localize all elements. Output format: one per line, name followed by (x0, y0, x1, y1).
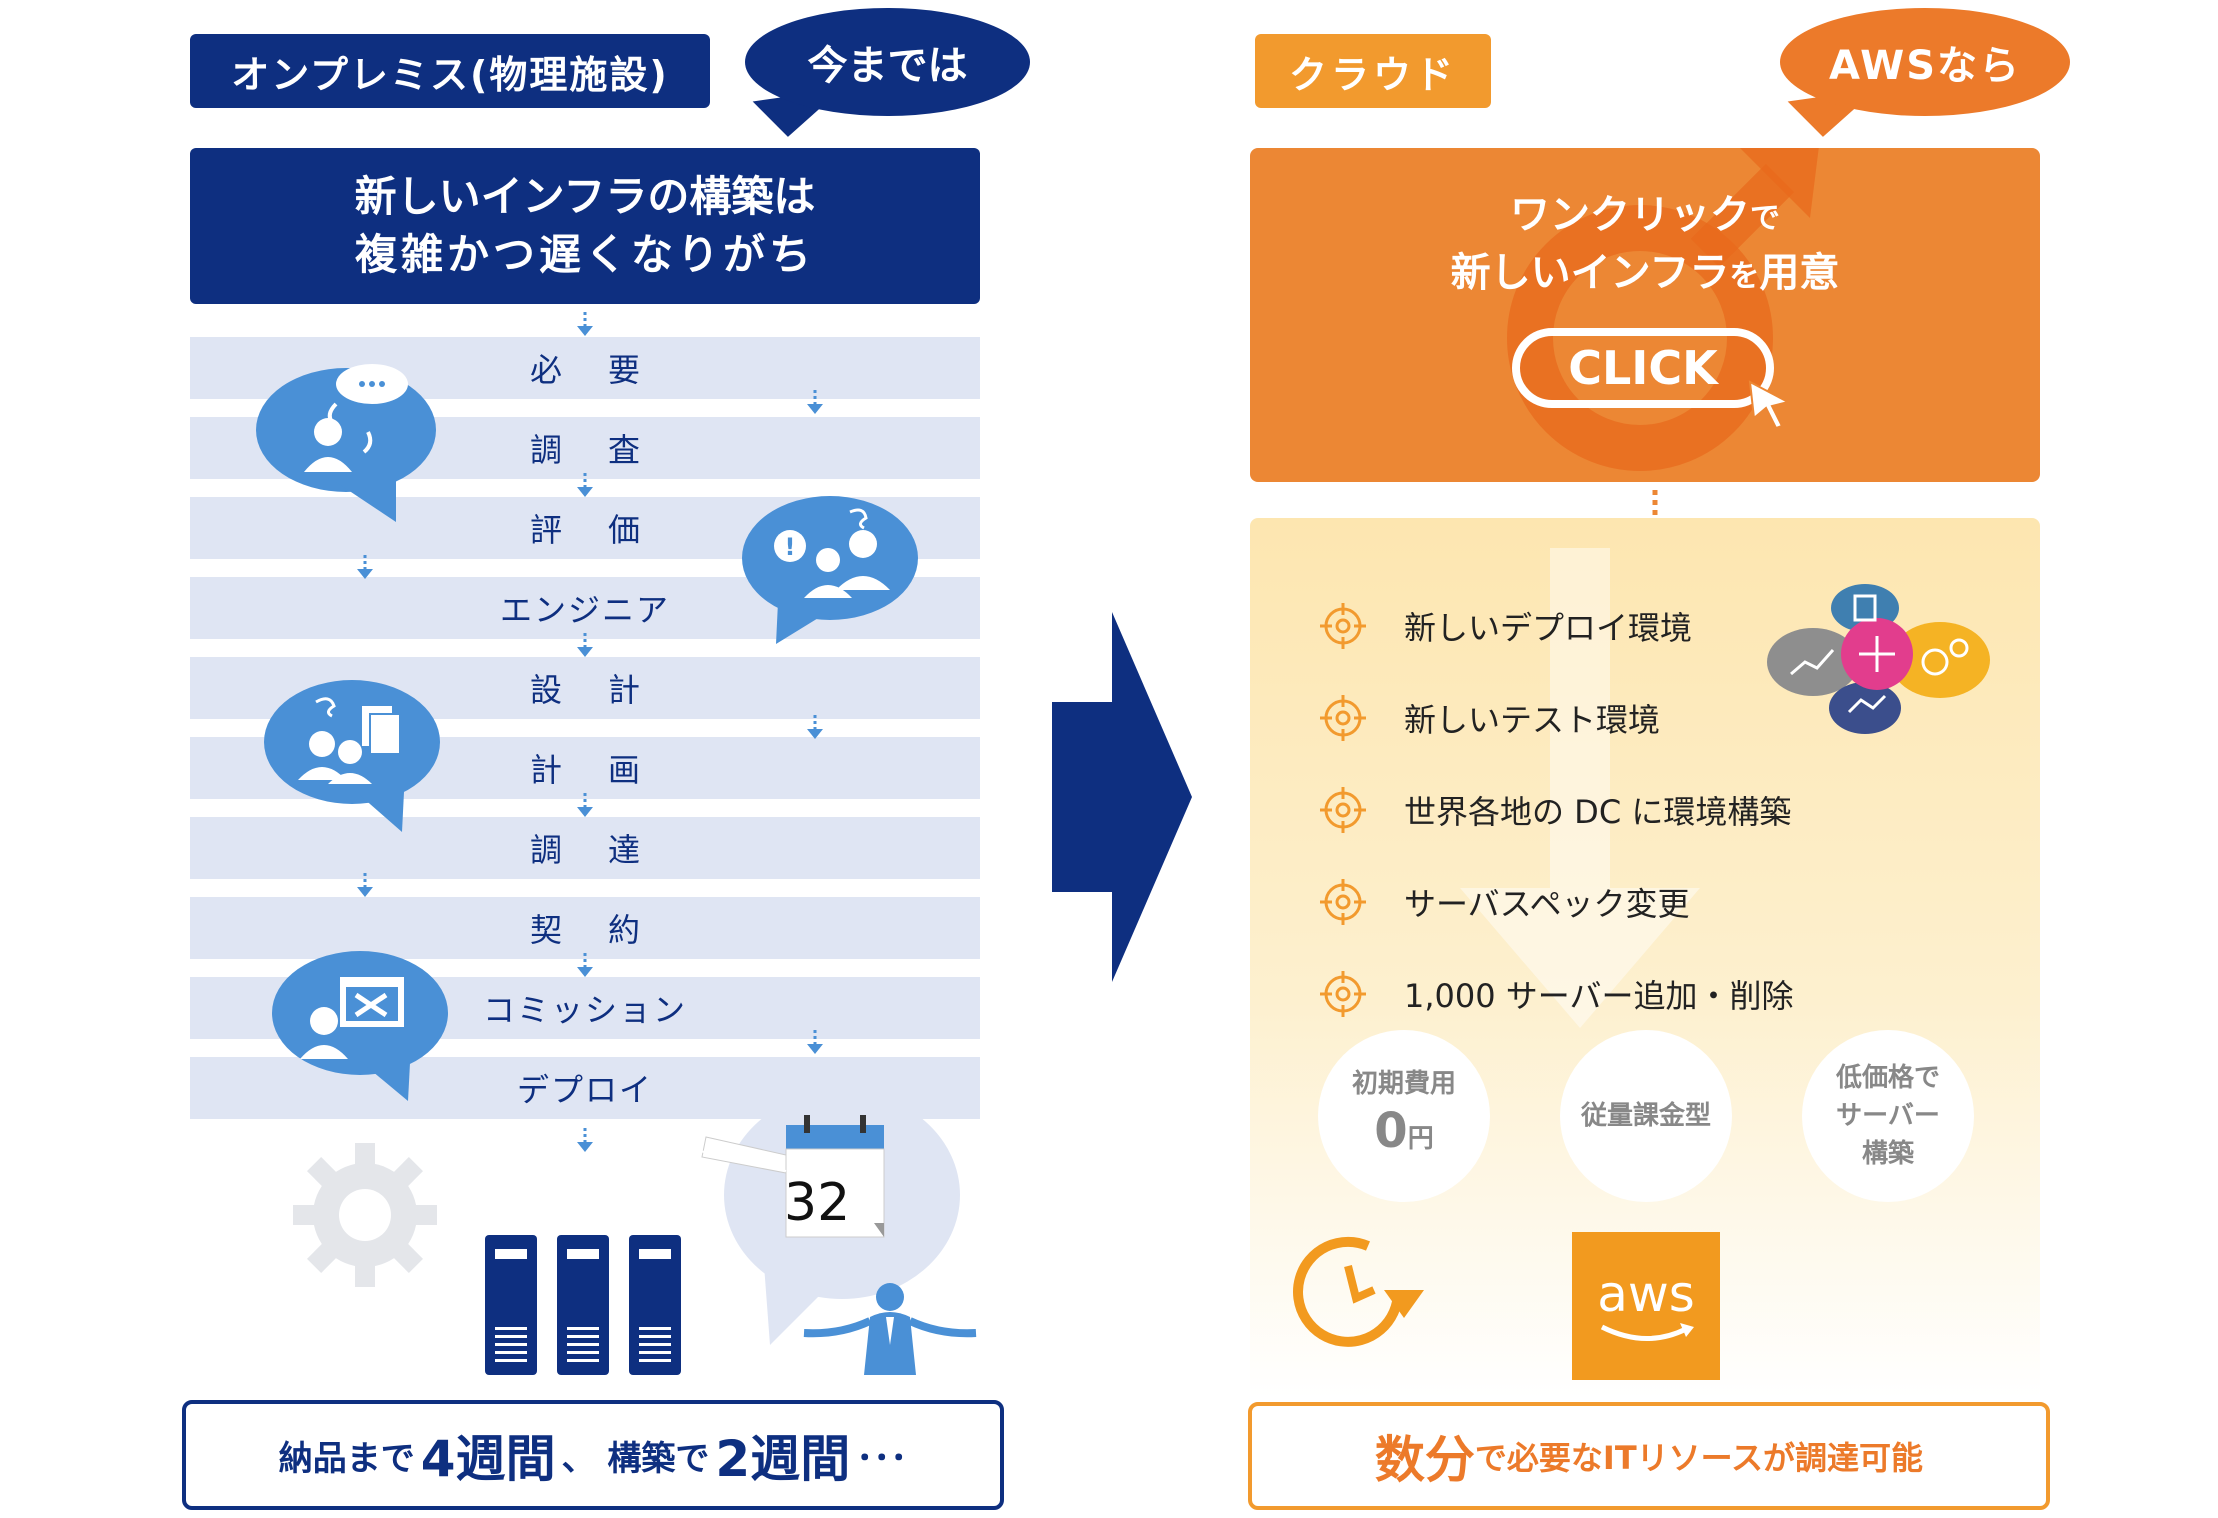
with-aws-bubble: AWSなら (1780, 8, 2070, 116)
on-premise-tag: オンプレミス(物理施設) (190, 34, 710, 108)
calendar-bubble-icon (690, 1085, 990, 1385)
footer-emphasis: 数分 (1374, 1431, 1475, 1489)
list-item-label: サーバスペック変更 (1404, 885, 1690, 923)
initial-cost-badge: 初期費用 0円 (1318, 1030, 1490, 1202)
badge-label: 構築 (1861, 1139, 1914, 1169)
badge-label: 初期費用 (1351, 1069, 1456, 1099)
target-icon (1320, 603, 1366, 649)
gear-icon (285, 1135, 445, 1295)
step-label: 評価 (529, 511, 686, 549)
cursor-icon (1748, 380, 1791, 430)
documents-bubble-icon (262, 672, 448, 834)
funnel-arrow-icon (1460, 548, 1700, 1028)
left-headline-line1: 新しいインフラの構築は (354, 172, 816, 221)
services-cluster-icon (1765, 582, 1990, 742)
transition-arrow-icon (1052, 612, 1192, 982)
step-label: 調査 (529, 431, 686, 469)
target-icon (1320, 879, 1366, 925)
low-cost-badge: 低価格で サーバー 構築 (1802, 1030, 1974, 1202)
target-icon (1320, 971, 1366, 1017)
down-arrow-icon (355, 873, 375, 899)
target-icon (1320, 787, 1366, 833)
list-item-label: 世界各地の DC に環境構築 (1404, 793, 1792, 831)
badge-label: 低価格で (1835, 1063, 1940, 1093)
settings-window-bubble-icon (268, 945, 454, 1105)
list-item-label: 1,000 サーバー追加・削除 (1404, 977, 1794, 1015)
click-button[interactable]: CLICK (1512, 328, 1774, 408)
list-item: 世界各地の DC に環境構築 (1318, 764, 1793, 856)
down-arrow-icon (575, 953, 595, 979)
left-footer: 納品まで 4週間 、 構築で 2週間 ･･･ (182, 1400, 1004, 1510)
headline-line1: ワンクリックで (1510, 192, 1780, 238)
down-arrow-icon (805, 1030, 825, 1056)
left-headline: 新しいインフラの構築は 複雑かつ遅くなりがち (190, 148, 980, 304)
step-row: 契約 (190, 897, 980, 959)
aws-logo-text: aws (1597, 1265, 1695, 1323)
step-label: コミッション (482, 991, 687, 1029)
step-label: 計画 (529, 751, 686, 789)
step-label: 調達 (529, 831, 686, 869)
step-label: 必要 (529, 351, 686, 389)
until-now-bubble: 今までは (745, 8, 1030, 116)
list-item-label: 新しいデプロイ環境 (1404, 609, 1693, 647)
process-steps: 必要 調査 評価 エンジニア 設計 計画 調達 契約 コミッション デプロイ (190, 337, 980, 1137)
list-item: サーバスペック変更 (1318, 856, 1793, 948)
footer-text: で必要なITリソースが調達可能 (1474, 1439, 1924, 1477)
discussion-bubble-icon (256, 362, 448, 522)
step-label: デプロイ (516, 1071, 653, 1109)
badge-label: サーバー (1836, 1101, 1940, 1131)
clock-icon (1288, 1232, 1438, 1352)
right-footer: 数分 で必要なITリソースが調達可能 (1248, 1402, 2050, 1510)
down-arrow-icon (575, 1128, 595, 1154)
step-label: 設計 (529, 671, 686, 709)
calendar-day: 32 (784, 1173, 851, 1233)
aws-logo: aws (1572, 1232, 1720, 1380)
list-item: 新しいテスト環境 (1318, 672, 1793, 764)
step-label: エンジニア (499, 591, 670, 629)
down-arrow-icon (575, 633, 595, 659)
target-icon (1320, 695, 1366, 741)
footer-text: 、 構築で (561, 1438, 710, 1479)
footer-emphasis: 2週間 (715, 1430, 851, 1488)
down-arrow-icon (575, 473, 595, 499)
down-arrow-icon (575, 312, 595, 338)
left-headline-line2: 複雑かつ遅くなりがち (354, 230, 815, 279)
down-arrow-icon (805, 390, 825, 416)
aws-smile-icon (1600, 1323, 1694, 1341)
footer-text: ･･･ (856, 1438, 908, 1479)
badge-label: 従量課金型 (1580, 1101, 1711, 1131)
down-arrow-icon (805, 715, 825, 741)
step-row: 調達 (190, 817, 980, 879)
servers-icon (485, 1235, 685, 1375)
svg-text:!: ! (785, 533, 796, 561)
footer-text: 納品まで (278, 1438, 415, 1479)
cloud-tag: クラウド (1255, 34, 1491, 108)
list-item-label: 新しいテスト環境 (1404, 701, 1661, 739)
pay-as-you-go-badge: 従量課金型 (1560, 1030, 1732, 1202)
question-bubble-icon: ! (738, 492, 920, 652)
step-label: 契約 (529, 911, 686, 949)
down-arrow-icon (575, 793, 595, 819)
footer-emphasis: 4週間 (420, 1430, 556, 1488)
list-item: 新しいデプロイ環境 (1318, 580, 1793, 672)
benefit-list: 新しいデプロイ環境 新しいテスト環境 世界各地の DC に環境構築 サーバスペッ… (1318, 580, 1793, 1040)
list-item: 1,000 サーバー追加・削除 (1318, 948, 1793, 1040)
headline-line2: 新しいインフラを用意 (1450, 250, 1840, 296)
badge-value: 0円 (1374, 1103, 1434, 1159)
down-arrow-icon (355, 555, 375, 581)
right-headline: ワンクリックで 新しいインフラを用意 CLICK (1250, 148, 2040, 482)
